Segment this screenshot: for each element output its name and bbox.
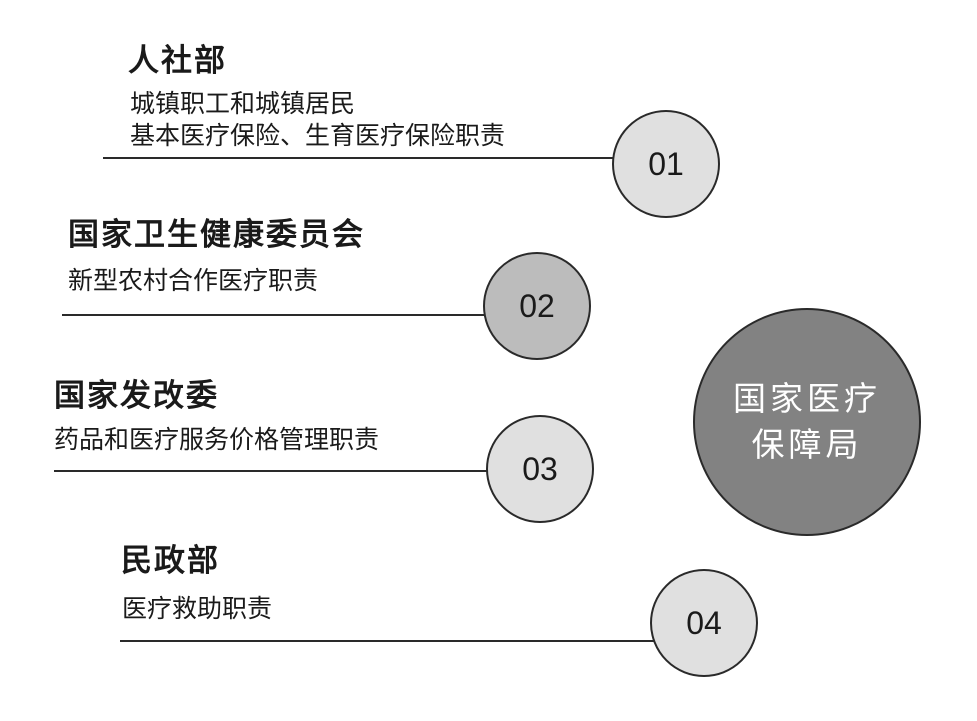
duty-line: 基本医疗保险、生育医疗保险职责 [130,121,506,150]
agency-title-fagaiwei: 国家发改委 [54,378,219,414]
agency-duty-minzhengbu: 医疗救助职责 [122,593,272,625]
underline-rule [54,470,494,472]
duty-line: 药品和医疗服务价格管理职责 [54,425,380,454]
center-circle-nhsa: 国家医疗 保障局 [693,308,921,536]
center-label-line1: 国家医疗 [733,379,881,418]
agency-title-minzhengbu: 民政部 [121,543,220,579]
number-circle-03: 03 [486,415,594,523]
duty-line: 城镇职工和城镇居民 [130,89,356,118]
underline-rule [103,157,623,159]
number-circle-01: 01 [612,110,720,218]
number-circle-04: 04 [650,569,758,677]
duty-line: 新型农村合作医疗职责 [68,266,319,295]
center-label-line2: 保障局 [751,425,863,464]
underline-rule [62,314,492,316]
agency-duty-fagaiwei: 药品和医疗服务价格管理职责 [54,424,379,456]
agency-title-renshe: 人社部 [128,43,227,79]
agency-duty-weijianwei: 新型农村合作医疗职责 [68,265,318,297]
number-circle-02: 02 [483,252,591,360]
underline-rule [120,640,660,642]
agency-title-weijianwei: 国家卫生健康委员会 [68,217,365,253]
agency-duty-renshe: 城镇职工和城镇居民 基本医疗保险、生育医疗保险职责 [130,88,505,152]
duty-line: 医疗救助职责 [122,594,273,623]
